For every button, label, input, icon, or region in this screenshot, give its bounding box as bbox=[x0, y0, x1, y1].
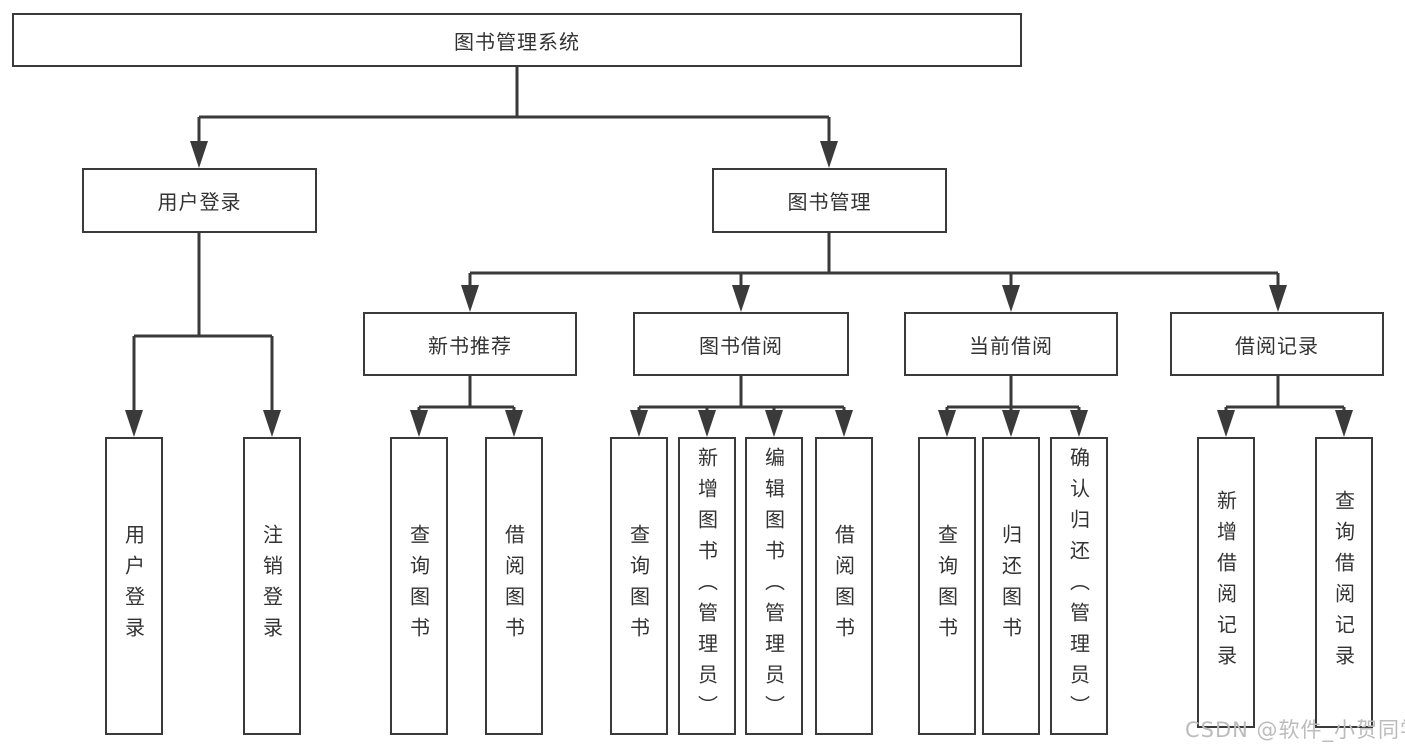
arrowhead bbox=[1335, 410, 1353, 437]
node-borrowing-records: 借阅记录 bbox=[1170, 312, 1384, 376]
arrowhead bbox=[698, 410, 716, 437]
arrowhead bbox=[1269, 285, 1287, 312]
node-new-book-recommendation: 新书推荐 bbox=[363, 312, 577, 376]
node-edit-book-admin: 编辑图书（管理员） bbox=[745, 437, 803, 735]
node-confirm-return-admin: 确认归还（管理员） bbox=[1050, 437, 1108, 735]
arrowhead bbox=[938, 410, 956, 437]
node-borrow-books-recommend: 借阅图书 bbox=[485, 437, 543, 735]
node-query-books-borrowing: 查询图书 bbox=[610, 437, 668, 735]
arrowhead bbox=[410, 410, 428, 437]
arrowhead bbox=[630, 410, 648, 437]
node-query-books-recommend: 查询图书 bbox=[390, 437, 448, 735]
arrowhead bbox=[505, 410, 523, 437]
arrowhead bbox=[732, 285, 750, 312]
arrowhead bbox=[1070, 410, 1088, 437]
arrowhead bbox=[190, 141, 208, 168]
arrowhead bbox=[765, 410, 783, 437]
arrowhead bbox=[1002, 410, 1020, 437]
arrowhead bbox=[125, 410, 143, 437]
node-current-borrowing: 当前借阅 bbox=[904, 312, 1118, 376]
node-borrow-books-borrowing: 借阅图书 bbox=[815, 437, 873, 735]
node-book-borrowing: 图书借阅 bbox=[633, 312, 849, 376]
arrowhead bbox=[835, 410, 853, 437]
node-add-borrow-record: 新增借阅记录 bbox=[1197, 437, 1255, 728]
node-user-login-action: 用户登录 bbox=[105, 437, 163, 735]
node-user-login: 用户登录 bbox=[82, 168, 317, 233]
node-library-management-system: 图书管理系统 bbox=[12, 13, 1022, 67]
arrowhead bbox=[461, 285, 479, 312]
arrowhead bbox=[263, 410, 281, 437]
node-logout-action: 注销登录 bbox=[243, 437, 301, 735]
watermark-text: CSDN @软件_小贺同学 bbox=[1185, 718, 1405, 742]
node-query-borrow-record: 查询借阅记录 bbox=[1315, 437, 1373, 728]
node-return-books: 归还图书 bbox=[982, 437, 1040, 735]
arrowhead bbox=[1217, 410, 1235, 437]
arrowhead bbox=[1002, 285, 1020, 312]
node-query-books-current: 查询图书 bbox=[918, 437, 976, 735]
node-add-book-admin: 新增图书（管理员） bbox=[678, 437, 736, 735]
arrowhead bbox=[820, 141, 838, 168]
node-book-management: 图书管理 bbox=[712, 168, 947, 233]
